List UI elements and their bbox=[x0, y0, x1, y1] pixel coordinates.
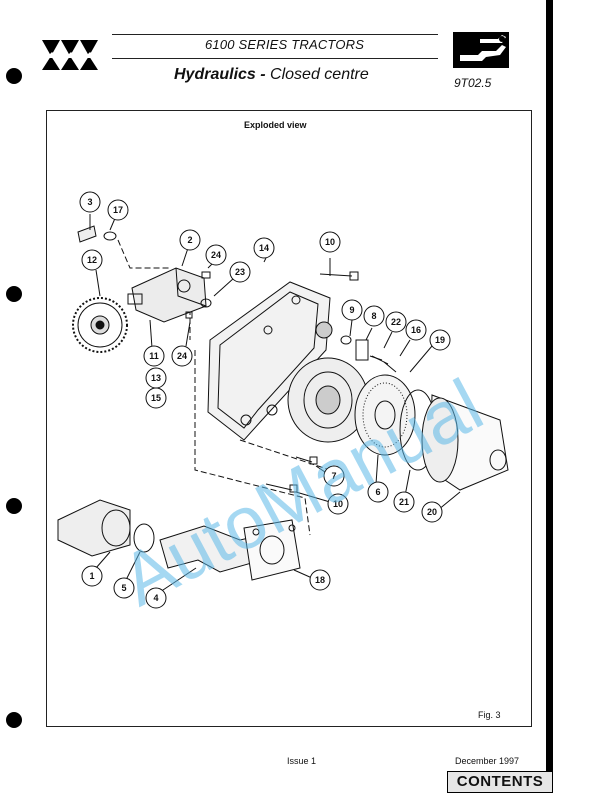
callout-19: 19 bbox=[429, 329, 451, 351]
svg-text:19: 19 bbox=[435, 335, 445, 345]
svg-text:24: 24 bbox=[211, 250, 221, 260]
callout-21: 21 bbox=[393, 491, 415, 513]
issue-date: December 1997 bbox=[455, 756, 520, 766]
page-edge-bar bbox=[546, 0, 553, 792]
callout-10-top: 10 bbox=[319, 231, 341, 253]
svg-text:7: 7 bbox=[331, 471, 336, 481]
callout-2: 2 bbox=[179, 229, 201, 251]
binder-hole-icon bbox=[6, 286, 22, 302]
callout-4: 4 bbox=[145, 587, 167, 609]
binder-hole-icon bbox=[6, 68, 22, 84]
svg-text:3: 3 bbox=[87, 197, 92, 207]
section-title-rest: Closed centre bbox=[270, 66, 369, 83]
svg-text:13: 13 bbox=[151, 373, 161, 383]
header-rule-bottom bbox=[112, 58, 438, 59]
figure-label: Fig. 3 bbox=[478, 710, 501, 720]
binder-hole-icon bbox=[6, 712, 22, 728]
callout-24-bottom: 24 bbox=[171, 345, 193, 367]
callout-5: 5 bbox=[113, 577, 135, 599]
section-title-bold: Hydraulics - bbox=[174, 66, 266, 83]
svg-text:12: 12 bbox=[87, 255, 97, 265]
brand-logo-icon bbox=[42, 40, 98, 70]
svg-text:5: 5 bbox=[121, 583, 126, 593]
svg-text:18: 18 bbox=[315, 575, 325, 585]
callout-23: 23 bbox=[229, 261, 251, 283]
page-code: 9T02.5 bbox=[454, 76, 492, 90]
svg-text:17: 17 bbox=[113, 205, 123, 215]
callout-1: 1 bbox=[81, 565, 103, 587]
contents-button[interactable]: CONTENTS bbox=[447, 771, 553, 793]
callout-8: 8 bbox=[363, 305, 385, 327]
callout-15: 15 bbox=[145, 387, 167, 409]
svg-text:21: 21 bbox=[399, 497, 409, 507]
figure-title: Exploded view bbox=[244, 120, 307, 130]
svg-text:15: 15 bbox=[151, 393, 161, 403]
svg-text:23: 23 bbox=[235, 267, 245, 277]
callout-11: 11 bbox=[143, 345, 165, 367]
series-title: 6100 SERIES TRACTORS bbox=[205, 37, 365, 52]
callout-6: 6 bbox=[367, 481, 389, 503]
svg-text:20: 20 bbox=[427, 507, 437, 517]
binder-hole-icon bbox=[6, 498, 22, 514]
figure-frame bbox=[46, 110, 532, 727]
svg-text:24: 24 bbox=[177, 351, 187, 361]
callout-24-top: 24 bbox=[205, 244, 227, 266]
svg-text:14: 14 bbox=[259, 243, 269, 253]
svg-text:10: 10 bbox=[325, 237, 335, 247]
section-title: Hydraulics - Closed centre bbox=[174, 66, 369, 84]
callout-18: 18 bbox=[309, 569, 331, 591]
callout-16: 16 bbox=[405, 319, 427, 341]
wrench-hand-icon bbox=[453, 32, 509, 68]
svg-text:2: 2 bbox=[187, 235, 192, 245]
svg-text:16: 16 bbox=[411, 325, 421, 335]
issue-label: Issue 1 bbox=[287, 756, 317, 766]
callout-20: 20 bbox=[421, 501, 443, 523]
header-rule-top bbox=[112, 34, 438, 35]
svg-text:9: 9 bbox=[349, 305, 354, 315]
svg-text:22: 22 bbox=[391, 317, 401, 327]
callout-3: 3 bbox=[79, 191, 101, 213]
svg-text:1: 1 bbox=[89, 571, 94, 581]
svg-text:8: 8 bbox=[371, 311, 376, 321]
callout-10-bottom: 10 bbox=[327, 493, 349, 515]
svg-text:6: 6 bbox=[375, 487, 380, 497]
callout-14: 14 bbox=[253, 237, 275, 259]
callout-22: 22 bbox=[385, 311, 407, 333]
callout-17: 17 bbox=[107, 199, 129, 221]
callout-12: 12 bbox=[81, 249, 103, 271]
callout-7: 7 bbox=[323, 465, 345, 487]
svg-text:11: 11 bbox=[149, 351, 159, 361]
svg-text:4: 4 bbox=[153, 593, 158, 603]
callout-13: 13 bbox=[145, 367, 167, 389]
svg-text:10: 10 bbox=[333, 499, 343, 509]
callout-9: 9 bbox=[341, 299, 363, 321]
